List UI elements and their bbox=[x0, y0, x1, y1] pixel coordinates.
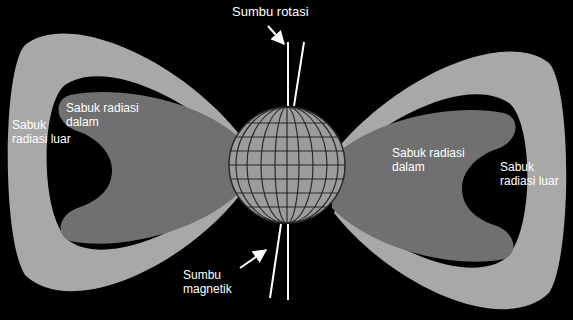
belt-label: Sabuk radiasi luar bbox=[500, 160, 568, 188]
leader-arrow bbox=[240, 250, 266, 268]
leader-arrows bbox=[240, 26, 284, 268]
inner-belt bbox=[59, 92, 242, 244]
magnetic-axis bbox=[270, 224, 281, 298]
axis-label: Sumbu rotasi bbox=[232, 5, 322, 19]
left-belts bbox=[8, 34, 242, 292]
rotation-axis bbox=[287, 42, 289, 106]
axis-label: Sumbu magnetik bbox=[183, 268, 243, 296]
rotation-axis bbox=[287, 224, 289, 300]
belt-label: Sabuk radiasi dalam bbox=[66, 101, 148, 129]
belt-label: Sabuk radiasi dalam bbox=[392, 146, 474, 174]
inner-belt bbox=[332, 110, 515, 262]
earth-globe bbox=[220, 100, 355, 230]
axes bbox=[270, 42, 304, 300]
leader-arrow bbox=[268, 26, 284, 44]
magnetic-axis bbox=[294, 42, 304, 106]
